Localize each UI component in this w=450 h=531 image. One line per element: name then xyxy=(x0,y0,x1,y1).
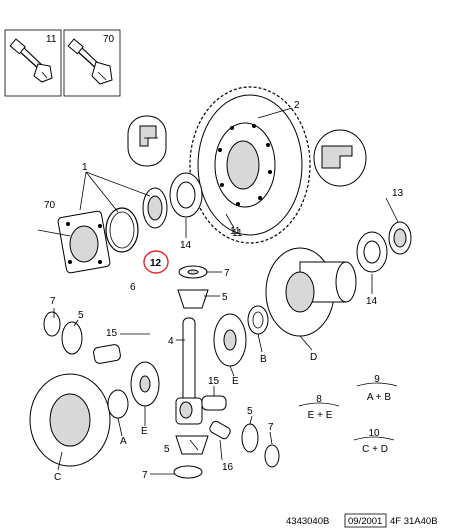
callout-14-left: 14 xyxy=(180,240,192,251)
callout-e-left: E xyxy=(141,426,148,437)
bolt-box-label: 11 xyxy=(46,34,57,45)
legend-kit-9: 9 A + B xyxy=(356,374,398,403)
seal-13[interactable] xyxy=(388,221,412,255)
legend-kit-number: 9 xyxy=(374,374,380,385)
bearing-14-right[interactable] xyxy=(356,231,388,273)
callout-14-right: 14 xyxy=(366,296,378,307)
footer-date: 09/2001 xyxy=(348,516,382,527)
callout-6: 6 xyxy=(130,282,136,293)
washer-7-right[interactable] xyxy=(264,444,280,468)
shaft-16[interactable] xyxy=(208,420,231,440)
o-ring-6[interactable] xyxy=(105,207,139,253)
callout-1: 1 xyxy=(82,162,88,173)
pinion-5-right[interactable] xyxy=(241,423,259,453)
legend-kit-parts: C + D xyxy=(362,444,388,455)
callout-7-bottom: 7 xyxy=(142,470,148,481)
washer-7-top[interactable] xyxy=(178,265,208,279)
callout-5-right: 5 xyxy=(247,406,253,417)
shaft-15-left[interactable] xyxy=(93,344,121,364)
footer-ref: 4343040B xyxy=(286,516,329,527)
callout-11-bottom: 11 xyxy=(230,226,241,237)
side-gear-e-right[interactable] xyxy=(213,313,247,367)
callout-12: 12 xyxy=(150,258,162,269)
legend-kit-number: 10 xyxy=(368,428,380,439)
highlighted-part-12[interactable]: 12 xyxy=(143,250,169,274)
callout-7-left: 7 xyxy=(50,296,56,307)
callout-c: C xyxy=(54,472,61,483)
washer-7-bottom[interactable] xyxy=(173,465,203,479)
footer-code: 4F 31A40B xyxy=(390,516,438,527)
seal-detail-right[interactable] xyxy=(313,129,367,187)
spider-block[interactable] xyxy=(175,397,203,425)
legend-kit-parts: A + B xyxy=(367,392,392,403)
pinion-5-top[interactable] xyxy=(177,289,209,309)
callout-70: 70 xyxy=(44,200,56,211)
callout-7-top: 7 xyxy=(224,268,230,279)
callout-2: 2 xyxy=(294,100,300,111)
legend-kit-8: 8 E + E xyxy=(298,394,340,421)
bolt-box-11[interactable]: 11 xyxy=(4,29,62,97)
bearing-14-left[interactable] xyxy=(169,172,203,218)
callout-e-right: E xyxy=(232,376,239,387)
callout-13: 13 xyxy=(392,188,404,199)
shaft-15-right[interactable] xyxy=(201,395,227,411)
bolt-icon xyxy=(9,38,53,83)
side-gear-e-left[interactable] xyxy=(130,361,160,407)
seal-detail-left[interactable] xyxy=(127,115,167,167)
thrust-washer-b[interactable] xyxy=(247,305,269,335)
differential-case-d[interactable] xyxy=(265,247,357,337)
washer-a[interactable] xyxy=(107,389,129,419)
callout-15-left: 15 xyxy=(106,328,118,339)
callout-7-right: 7 xyxy=(268,422,274,433)
legend-kit-number: 8 xyxy=(316,394,322,405)
bearing-12[interactable] xyxy=(142,187,168,229)
bolt-box-label: 70 xyxy=(103,34,115,45)
callout-15-right: 15 xyxy=(208,376,220,387)
bolt-icon xyxy=(67,38,113,85)
washer-7-left[interactable] xyxy=(43,311,61,337)
callout-5-bottom: 5 xyxy=(164,444,170,455)
callout-16: 16 xyxy=(222,462,234,473)
footer: 4343040B 09/2001 4F 31A40B xyxy=(286,513,438,528)
callout-5-left: 5 xyxy=(78,310,84,321)
pinion-5-bottom[interactable] xyxy=(175,435,209,455)
pinion-5-left[interactable] xyxy=(61,321,83,355)
legend-kit-10: 10 C + D xyxy=(353,428,395,455)
differential-case-c[interactable] xyxy=(29,373,111,467)
callout-d: D xyxy=(310,352,317,363)
crown-wheel[interactable] xyxy=(189,86,311,244)
bolt-box-70[interactable]: 70 xyxy=(63,29,121,97)
callout-11-top: 11 xyxy=(232,228,243,239)
callout-5-top: 5 xyxy=(222,292,228,303)
flange-housing[interactable] xyxy=(57,210,111,274)
leader-lines xyxy=(37,107,399,475)
callout-a: A xyxy=(120,436,127,447)
legend-kit-parts: E + E xyxy=(308,410,333,421)
callout-b: B xyxy=(260,354,267,365)
callout-4: 4 xyxy=(168,336,174,347)
